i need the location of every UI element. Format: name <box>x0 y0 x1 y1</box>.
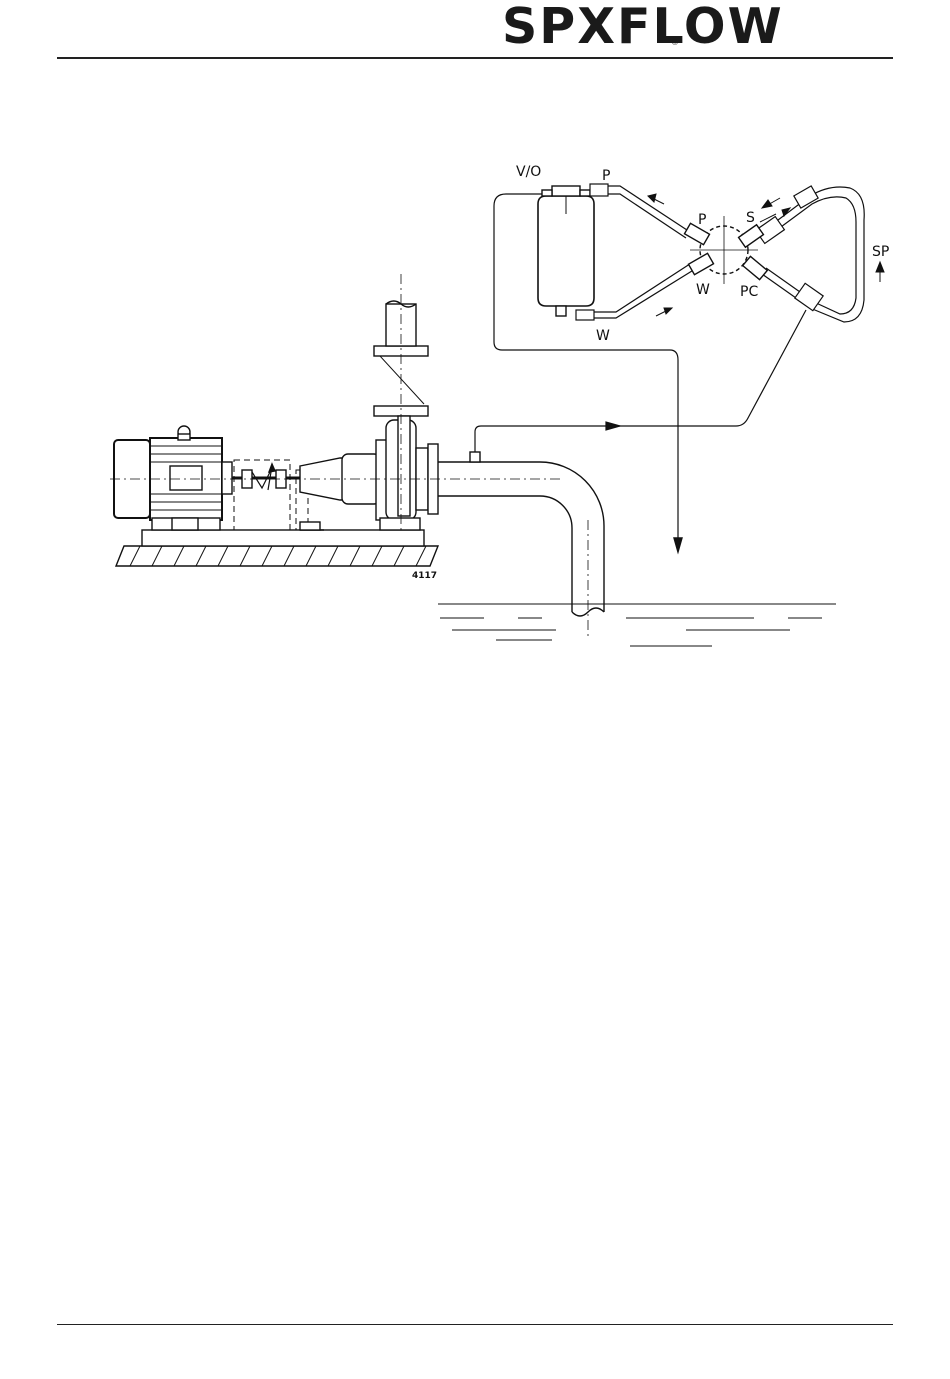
vessel <box>494 186 682 552</box>
label-sp: SP <box>872 244 889 260</box>
centrifugal-pump <box>296 420 438 530</box>
coupling <box>232 460 300 530</box>
electric-motor <box>114 426 232 530</box>
pump-installation-drawing: V/O P P S W PC W SP 4117 <box>0 150 950 670</box>
pressure-line <box>475 310 806 452</box>
flow-arrows <box>648 194 884 316</box>
liquid-surface <box>438 604 836 646</box>
footer-rule <box>57 1324 893 1325</box>
label-pc: PC <box>740 284 758 300</box>
label-w-valve: W <box>696 282 710 298</box>
header-rule <box>57 57 893 59</box>
label-p-top: P <box>602 168 610 184</box>
figure-number: 4117 <box>412 571 437 581</box>
spxflow-logo: SPXFLOW ® <box>502 4 894 50</box>
label-p-valve: P <box>698 212 706 228</box>
label-vo: V/O <box>516 164 541 180</box>
label-s: S <box>746 210 755 226</box>
label-w-bottom: W <box>596 328 610 344</box>
registered-mark: ® <box>672 38 678 47</box>
brand-name: SPXFLOW <box>502 0 784 55</box>
foundation <box>116 530 438 566</box>
four-way-valve <box>684 216 767 284</box>
